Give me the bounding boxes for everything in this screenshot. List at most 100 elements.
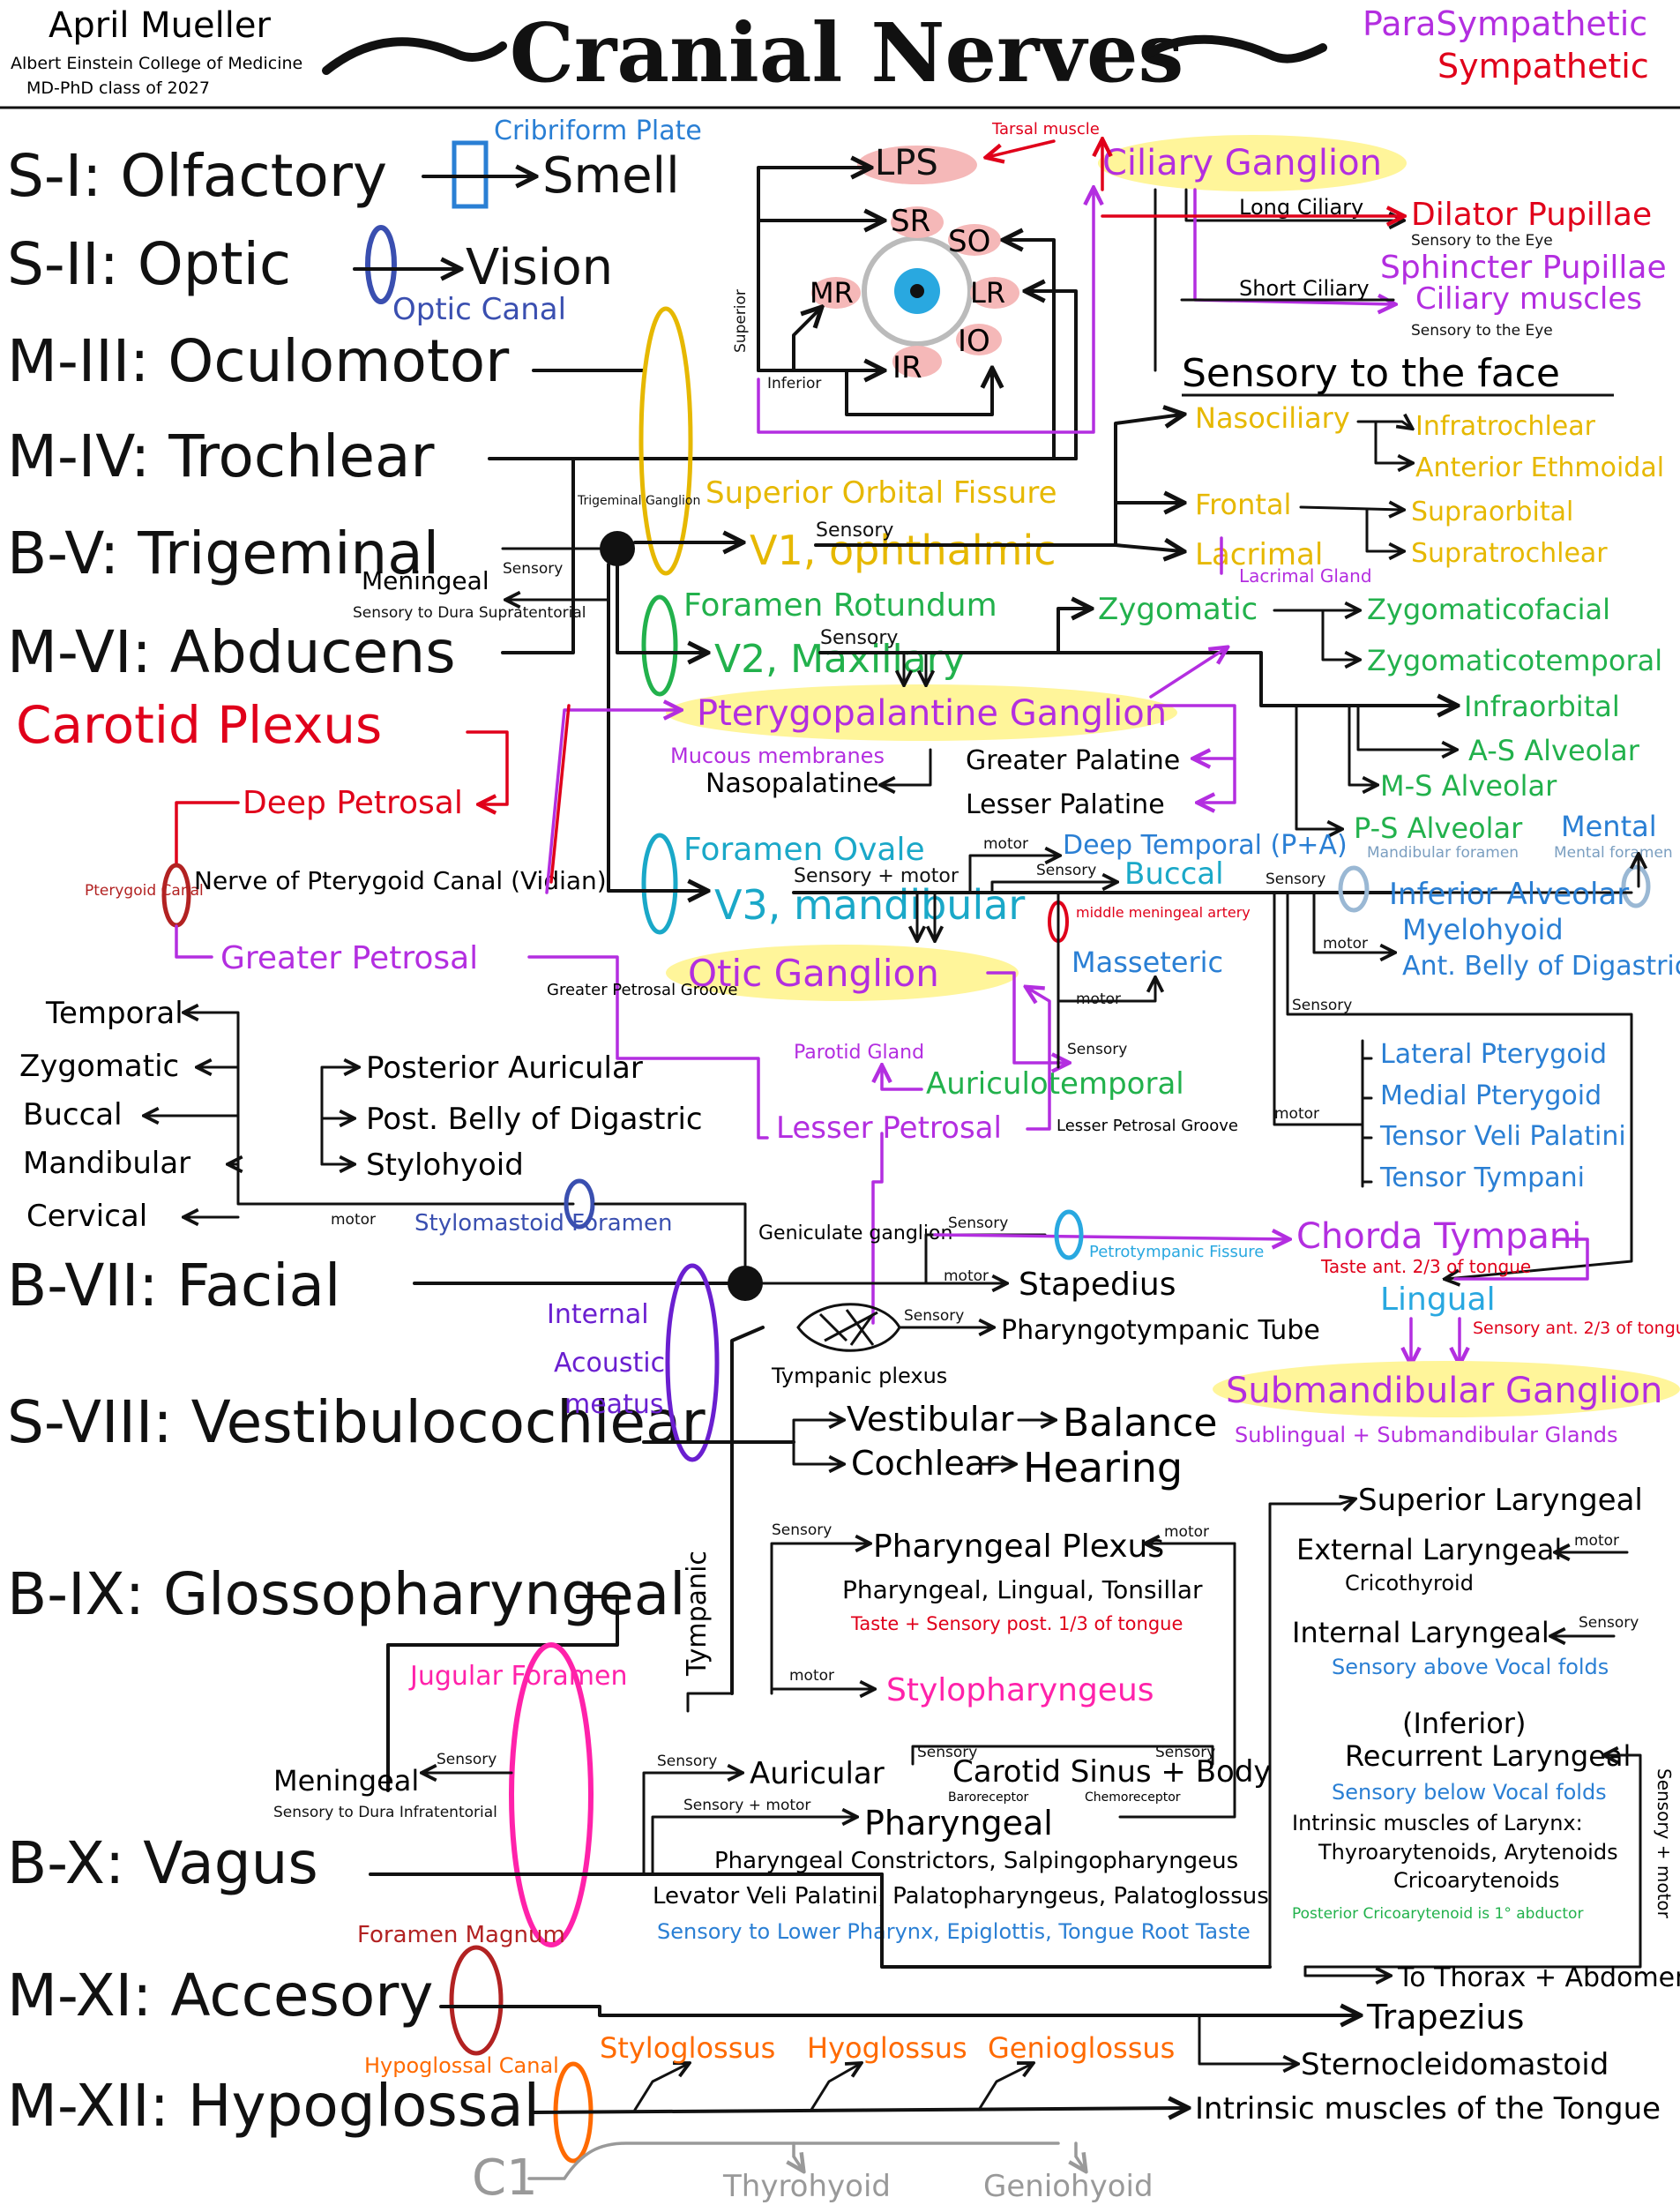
- deep-temporal-label: Deep Temporal (P+A): [1063, 830, 1348, 861]
- frontal-label: Frontal: [1195, 488, 1291, 521]
- mental-foramen-label: Mental foramen: [1554, 844, 1673, 862]
- v3-label: V3, mandibular: [714, 881, 1025, 929]
- nasociliary-label: Nasociliary: [1195, 401, 1350, 435]
- foramen-magnum-ring: [449, 1945, 504, 2056]
- superior-laryngeal-label: Superior Laryngeal: [1358, 1483, 1643, 1518]
- auriculotemporal-label: Auriculotemporal: [926, 1066, 1184, 1102]
- vidian-label: Nerve of Pterygoid Canal (Vidian): [194, 866, 607, 895]
- nerve-6-abducens: M-VI: Abducens: [7, 618, 456, 686]
- cochlear-label: Cochlear: [851, 1444, 999, 1483]
- so-label: SO: [948, 224, 990, 259]
- mandibular-foramen-ring: [1338, 865, 1370, 913]
- sr-highlight: [891, 206, 944, 238]
- lingual-label: Lingual: [1380, 1282, 1496, 1318]
- ciliary-ganglion-highlight: [1098, 135, 1407, 191]
- vision-label: Vision: [466, 239, 613, 296]
- v2-sensory: Sensory: [820, 627, 898, 649]
- lacrimal-label: Lacrimal: [1195, 537, 1323, 572]
- motor-masseteric: motor: [1076, 990, 1121, 1008]
- title-left-swoosh: [322, 37, 507, 75]
- stapedius-label: Stapedius: [1019, 1267, 1176, 1303]
- tympanic-plexus-icon: [796, 1303, 901, 1352]
- foramen-rotundum-ring: [641, 594, 678, 697]
- nerve-5-trigeminal: B-V: Trigeminal: [7, 519, 439, 587]
- taste-ant-label: Taste ant. 2/3 of tongue: [1320, 1256, 1531, 1277]
- short-ciliary-label: Short Ciliary: [1239, 276, 1370, 301]
- styloglossus-label: Styloglossus: [600, 2031, 775, 2065]
- sensory-ct: Sensory: [948, 1215, 1008, 1232]
- sensory-inf-alveolar: Sensory: [1266, 871, 1325, 888]
- sensory-motor-vertical: Sensory + motor: [1654, 1768, 1675, 1919]
- v1-sensory: Sensory: [816, 519, 893, 542]
- crico-label: Cricoarytenoids: [1393, 1868, 1559, 1893]
- stylomastoid-label: Stylomastoid Foramen: [414, 1210, 672, 1237]
- pt-tube-label: Pharyngotympanic Tube: [1001, 1315, 1320, 1346]
- trigeminal-ganglion-dot: [600, 531, 635, 566]
- ms-alveolar-label: M-S Alveolar: [1380, 769, 1557, 803]
- infratrochlear-label: Infratrochlear: [1415, 411, 1596, 442]
- ptg-ganglion-label: Pterygopalantine Ganglion: [697, 693, 1167, 734]
- facial-section: Carotid Plexus Deep Petrosal Pterygoid C…: [16, 695, 1680, 1462]
- gp-groove-label: Greater Petrosal Groove: [547, 981, 738, 999]
- internal-meatus-ring: [665, 1263, 720, 1462]
- vestibular-label: Vestibular: [847, 1400, 1014, 1439]
- sensory-cs2: Sensory: [1155, 1744, 1215, 1761]
- motor-pp: motor: [1164, 1523, 1209, 1541]
- nerve-8-vestibulocochlear: S-VIII: Vestibulocochlear: [7, 1388, 706, 1456]
- cribriform-label: Cribriform Plate: [494, 116, 702, 146]
- ant-ethmoidal-label: Anterior Ethmoidal: [1415, 452, 1664, 483]
- accessory-section: Foramen Magnum Trapezius Sternocleidomas…: [357, 1922, 1609, 2082]
- internal-label: Internal: [547, 1299, 649, 1330]
- motor-ext-laryngeal: motor: [1574, 1532, 1619, 1550]
- nerve-4-trochlear: M-IV: Trochlear: [7, 422, 435, 490]
- hypoglossal-canal-label: Hypoglossal Canal: [364, 2053, 559, 2078]
- ciliary-ganglion-label: Ciliary Ganglion: [1102, 143, 1382, 183]
- nerve-9-glossopharyngeal: B-IX: Glossopharyngeal: [7, 1560, 685, 1628]
- cricothyroid-label: Cricothyroid: [1345, 1571, 1474, 1596]
- sensory-int-laryngeal: Sensory: [1579, 1614, 1639, 1632]
- ir-highlight: [892, 346, 942, 377]
- eye-pupil: [910, 284, 924, 298]
- pharyngeal-label: Pharyngeal: [864, 1804, 1053, 1842]
- sensory-ant-label: Sensory ant. 2/3 of tongue: [1473, 1319, 1680, 1338]
- meatus-label: meatus: [564, 1389, 663, 1420]
- otic-ganglion-label: Otic Ganglion: [688, 952, 939, 995]
- submandibular-label: Submandibular Ganglion: [1226, 1371, 1662, 1411]
- hearing-label: Hearing: [1023, 1444, 1183, 1491]
- motor-deep-temporal: motor: [983, 835, 1028, 853]
- buccal-branch-label: Buccal: [23, 1097, 123, 1132]
- scm-label: Sternocleidomastoid: [1301, 2047, 1609, 2082]
- hyoglossus-label: Hyoglossus: [807, 2031, 967, 2065]
- tarsal-muscle-label: Tarsal muscle: [991, 120, 1100, 138]
- sensory-auricular: Sensory: [657, 1753, 717, 1770]
- internal-laryngeal-label: Internal Laryngeal: [1292, 1616, 1549, 1649]
- greater-palatine-label: Greater Palatine: [966, 745, 1180, 776]
- deep-petrosal-label: Deep Petrosal: [243, 785, 463, 821]
- ant-digastric-label: Ant. Belly of Digastric: [1402, 951, 1680, 982]
- parotid-gland-label: Parotid Gland: [794, 1042, 924, 1064]
- as-alveolar-label: A-S Alveolar: [1468, 734, 1640, 767]
- motor-mylohyoid: motor: [1323, 935, 1368, 953]
- sensory-eye-1: Sensory to the Eye: [1411, 232, 1553, 250]
- ir-label: IR: [892, 350, 922, 385]
- nerve-3-oculomotor: M-III: Oculomotor: [7, 327, 510, 395]
- trigeminal-section: Trigeminal Ganglion Meningeal Sensory Se…: [353, 306, 1680, 1279]
- mental-label: Mental: [1561, 810, 1657, 843]
- sensory-eye-2: Sensory to the Eye: [1411, 322, 1553, 340]
- nerve-10-vagus: B-X: Vagus: [7, 1829, 318, 1897]
- nerve-labels: S-I: Olfactory S-II: Optic M-III: Oculom…: [7, 142, 706, 2205]
- lesser-palatine-label: Lesser Palatine: [966, 789, 1165, 820]
- zygomatic-v2-label: Zygomatic: [1098, 592, 1258, 627]
- submandibular-highlight: [1213, 1361, 1680, 1417]
- supraorbital-label: Supraorbital: [1411, 497, 1573, 527]
- genioglossus-label: Genioglossus: [988, 2031, 1175, 2065]
- nasopalatine-label: Nasopalatine: [706, 768, 879, 799]
- pp-branches-label: Pharyngeal, Lingual, Tonsillar: [842, 1575, 1203, 1604]
- below-folds-label: Sensory below Vocal folds: [1332, 1780, 1607, 1805]
- motor-sp: motor: [789, 1667, 834, 1685]
- petrotympanic-ring: [1054, 1209, 1084, 1260]
- title-right-swoosh: [1142, 34, 1327, 64]
- sensory-pt: Sensory: [904, 1307, 964, 1325]
- sensory-auriculotemporal: Sensory: [1067, 1041, 1127, 1058]
- io-label: IO: [958, 324, 990, 359]
